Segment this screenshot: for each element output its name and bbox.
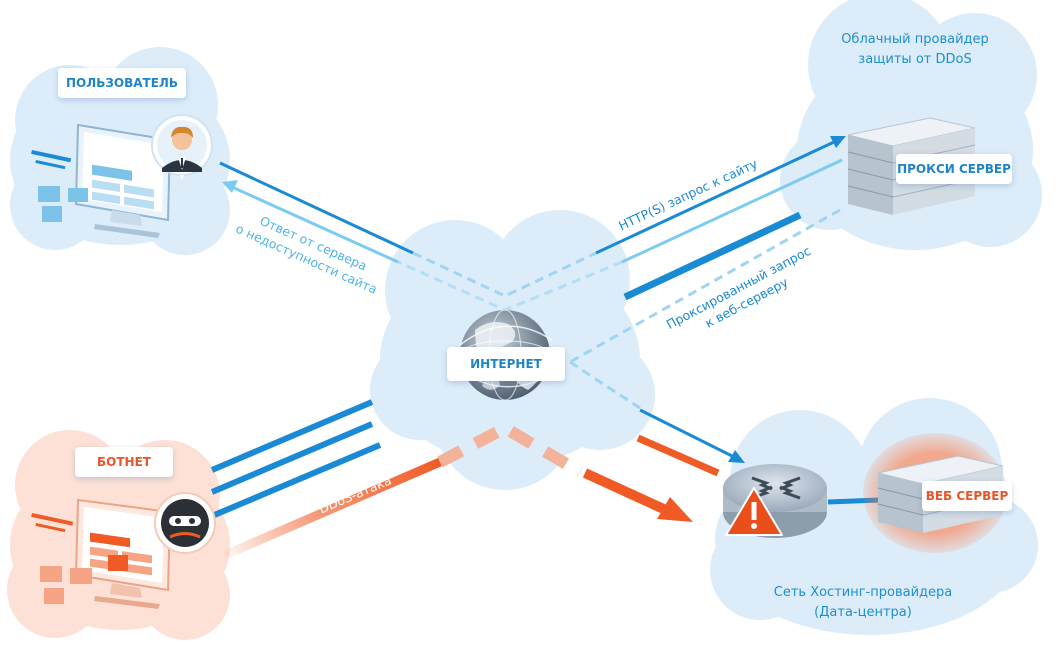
proxy-server-label: ПРОКСИ СЕРВЕР	[896, 154, 1012, 184]
response-arrowhead	[222, 180, 238, 193]
botnet-line-3	[210, 442, 382, 519]
internet-label: ИНТЕРНЕТ	[447, 347, 565, 381]
botnet-computer-illustration	[31, 498, 172, 609]
hacker-avatar	[154, 492, 216, 554]
http-request-arrowhead	[830, 136, 846, 148]
ddos-attack-line	[223, 457, 442, 560]
user-label: ПОЛЬЗОВАТЕЛЬ	[58, 68, 186, 98]
user-avatar	[151, 114, 213, 180]
ddos-provider-title-line2: защиты от DDoS	[858, 52, 972, 67]
proxied-arrowhead	[728, 450, 745, 463]
internet-cloud	[370, 210, 655, 490]
ddos-attack-dashed	[437, 421, 584, 478]
web-server-label: ВЕБ СЕРВЕР	[922, 481, 1012, 511]
user-request-dashed	[412, 251, 597, 298]
botnet-line-2	[210, 421, 374, 495]
hosting-title-line2: (Дата-центра)	[814, 605, 912, 620]
ddos-attack-thin	[636, 434, 720, 477]
ddos-attack-arrowhead	[657, 497, 693, 522]
ddos-provider-title: Облачный провайдер защиты от DDoS	[820, 30, 1010, 70]
ddos-provider-title-line1: Облачный провайдер	[841, 32, 989, 47]
user-request-line	[219, 161, 414, 255]
proxied-line	[639, 408, 733, 458]
response-line	[231, 185, 399, 264]
ddos-attack-to-router	[582, 468, 671, 516]
hosting-title-line1: Сеть Хостинг-провайдера	[773, 585, 953, 600]
user-computer-illustration	[31, 123, 172, 238]
proxied-dashed	[569, 360, 641, 410]
filtered-traffic-line	[623, 211, 802, 301]
botnet-label: БОТНЕТ	[75, 447, 173, 477]
hosting-title: Сеть Хостинг-провайдера (Дата-центра)	[758, 583, 968, 623]
proxied-line-top	[569, 208, 841, 364]
warning-icon	[725, 487, 783, 536]
botnet-line-1	[210, 399, 374, 473]
response-line-top	[621, 158, 843, 264]
http-request-line	[595, 140, 835, 255]
